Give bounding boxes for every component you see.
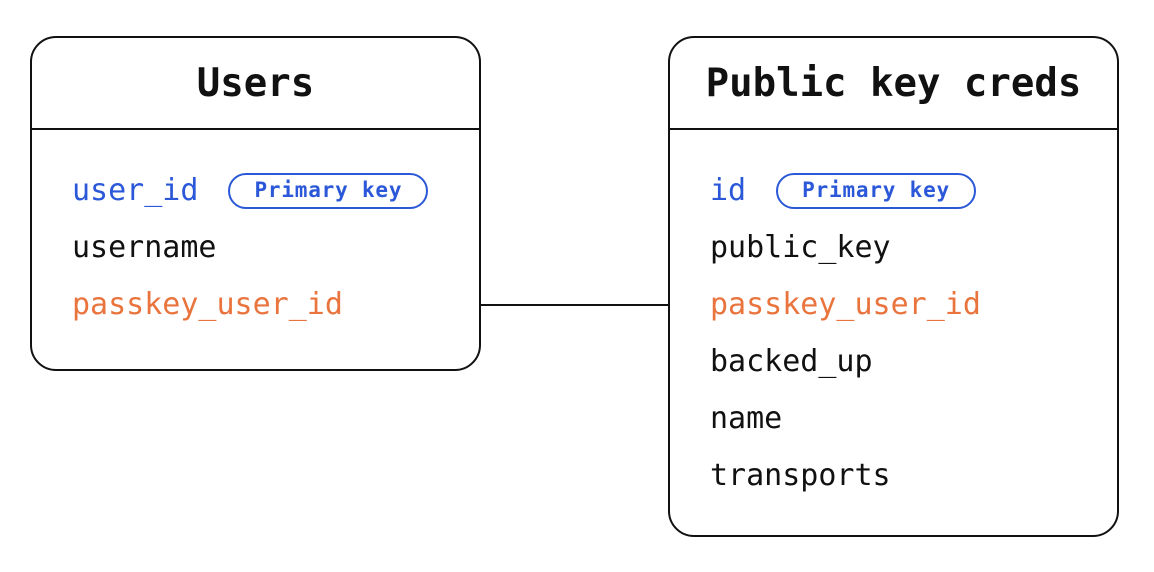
entity-table-users: Users user_id Primary key username passkey_… bbox=[30, 36, 481, 371]
field-row: passkey_user_id bbox=[710, 276, 1117, 333]
field-row: user_id Primary key bbox=[72, 162, 479, 219]
field-name-label: id bbox=[710, 173, 747, 208]
primary-key-badge: Primary key bbox=[228, 172, 429, 209]
field-name-label: passkey_user_id bbox=[710, 287, 981, 322]
relationship-line bbox=[481, 304, 668, 306]
entity-table-users-body: user_id Primary key username passkey_user_i… bbox=[32, 130, 479, 333]
field-row: id Primary key bbox=[710, 162, 1117, 219]
entity-table-public-key-creds: Public key creds id Primary key public_key… bbox=[668, 36, 1119, 537]
field-name-label: transports bbox=[710, 458, 891, 493]
field-row: passkey_user_id bbox=[72, 276, 479, 333]
entity-table-users-header: Users bbox=[32, 38, 479, 130]
table-title: Public key creds bbox=[705, 60, 1082, 106]
field-name-label: name bbox=[710, 401, 783, 436]
field-name-label: passkey_user_id bbox=[72, 287, 343, 322]
field-name-label: public_key bbox=[710, 230, 891, 265]
field-name-label: backed_up bbox=[710, 344, 873, 379]
field-name-label: username bbox=[72, 230, 217, 265]
field-row: backed_up bbox=[710, 333, 1117, 390]
table-title: Users bbox=[196, 60, 315, 106]
entity-table-public-key-creds-header: Public key creds bbox=[670, 38, 1117, 130]
field-row: transports bbox=[710, 447, 1117, 504]
field-row: name bbox=[710, 390, 1117, 447]
field-name-label: user_id bbox=[72, 173, 199, 208]
field-row: public_key bbox=[710, 219, 1117, 276]
primary-key-badge: Primary key bbox=[776, 172, 976, 209]
field-row: username bbox=[72, 219, 479, 276]
